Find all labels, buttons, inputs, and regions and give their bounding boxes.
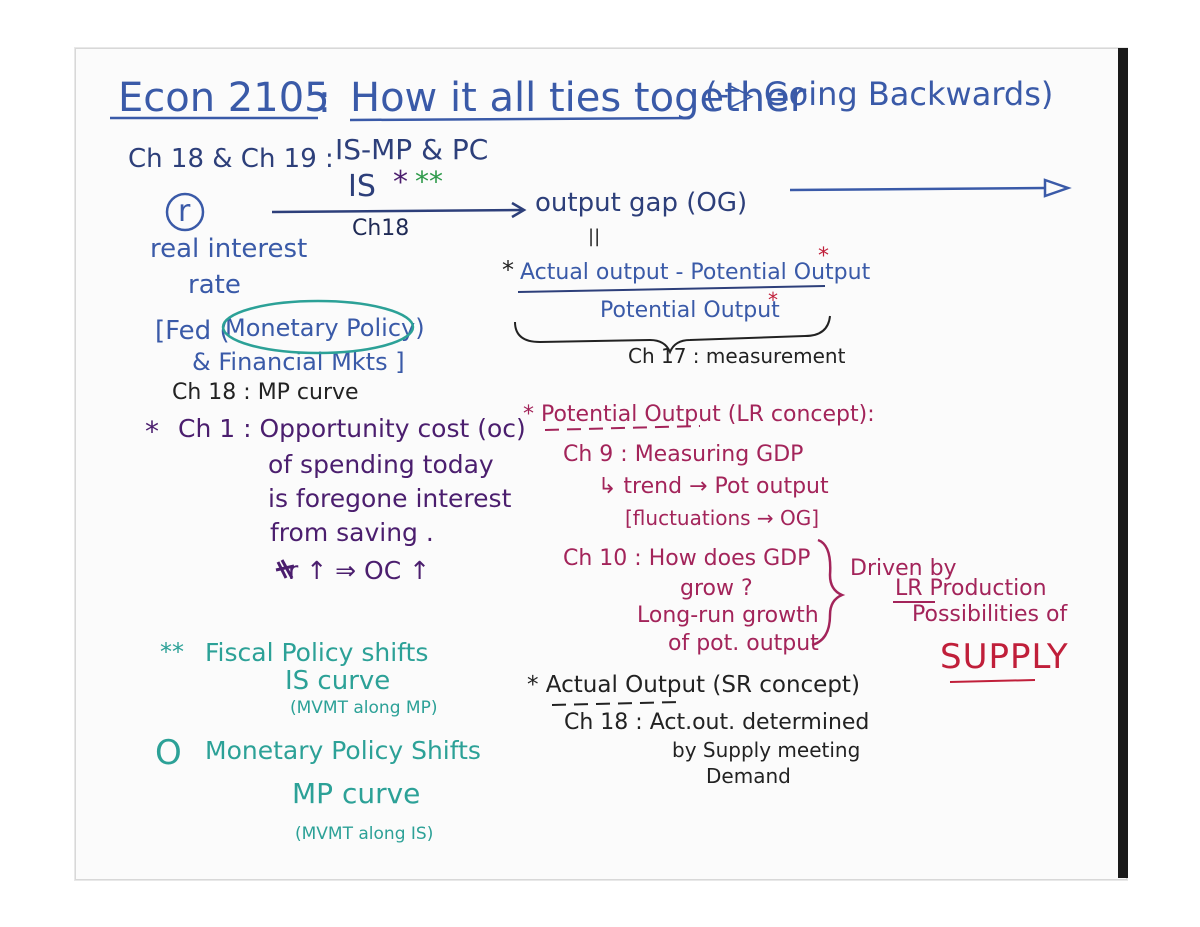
actual-line2: by Supply meeting (672, 738, 861, 762)
fed-open: [Fed ( (155, 316, 230, 346)
whiteboard (75, 48, 1127, 880)
title-main: How it all ties together (350, 75, 807, 121)
trend-pot-output: ↳ trend → Pot output (598, 474, 829, 499)
formula-star-numerator: * (818, 244, 829, 269)
ch17-measurement: Ch 17 : measurement (628, 344, 846, 368)
fiscal-stars: ** (160, 638, 184, 666)
potential-heading: * Potential Output (LR concept): (523, 402, 875, 427)
ch10-grow: grow ? (680, 576, 753, 601)
oc-line2: of spending today (268, 450, 494, 479)
fiscal-line1: Fiscal Policy shifts (205, 638, 429, 667)
supply: SUPPLY (940, 637, 1069, 677)
is-stars-green: ** (415, 165, 443, 198)
monetary-line3: (MVMT along IS) (295, 824, 434, 844)
ch10-how-does: Ch 10 : How does GDP (563, 546, 811, 571)
title-colon: : (318, 77, 331, 121)
title-econ: Econ 2105 (118, 75, 330, 121)
is-label: IS (348, 169, 376, 204)
whiteboard-frame-edge (1118, 48, 1128, 878)
models-header: IS-MP & PC (335, 133, 489, 166)
formula-numerator: Actual output - Potential Output (520, 260, 871, 285)
ch10-long-run: Long-run growth (637, 603, 819, 628)
actual-heading: * Actual Output (SR concept) (527, 672, 860, 698)
monetary-circle: O (155, 733, 182, 773)
r-symbol: r (178, 194, 191, 229)
ch10-pot-output: of pot. output (668, 631, 819, 656)
output-gap: output gap (OG) (535, 188, 748, 218)
fiscal-line3: (MVMT along MP) (290, 698, 438, 718)
chapter-header: Ch 18 & Ch 19 : (128, 144, 334, 174)
monetary-line1: Monetary Policy Shifts (205, 736, 481, 765)
ch18-mp-curve: Ch 18 : MP curve (172, 380, 359, 405)
lr-production: LR Production (895, 576, 1047, 601)
ch18-arrow-label: Ch18 (352, 216, 410, 241)
oc-line4: from saving . (270, 518, 434, 547)
fluctuations-og: [fluctuations → OG] (625, 506, 820, 530)
equals-sign: || (588, 226, 601, 247)
formula-star-left: * (502, 256, 514, 284)
title-subtitle: (-▷ Going Backwards) (705, 75, 1054, 113)
rate-label: rate (188, 270, 241, 300)
formula-star-denominator: * (768, 288, 778, 312)
driven-by: Driven by (850, 556, 957, 581)
possibilities-of: Possibilities of (912, 602, 1068, 627)
is-star-purple: * (393, 165, 408, 200)
oc-star: * (145, 415, 159, 448)
oc-line1: Ch 1 : Opportunity cost (oc) (178, 414, 526, 443)
formula-denominator: Potential Output (600, 298, 780, 323)
oc-line3: is foregone interest (268, 484, 512, 513)
actual-line1: Ch 18 : Act.out. determined (564, 710, 870, 735)
oc-line5: r ↑ ⇒ OC ↑ (288, 556, 431, 585)
financial-mkts: & Financial Mkts ] (192, 348, 405, 376)
monetary-line2: MP curve (292, 777, 421, 810)
ch9-measuring: Ch 9 : Measuring GDP (563, 442, 804, 467)
monetary-policy-circled: Monetary Policy) (225, 314, 425, 342)
real-interest-label: real interest (150, 234, 308, 264)
fiscal-line2: IS curve (285, 666, 391, 696)
actual-line3: Demand (706, 764, 791, 788)
